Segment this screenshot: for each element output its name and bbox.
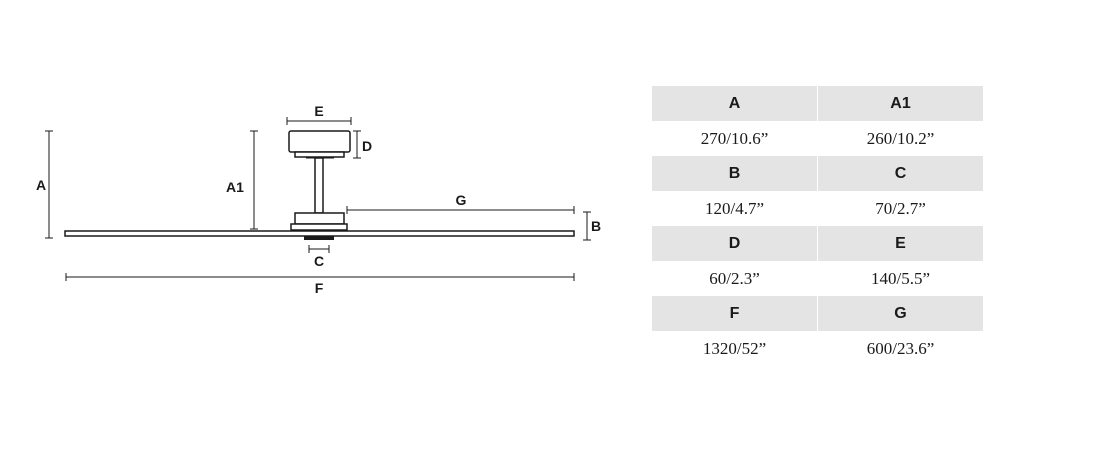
dimension-line-c: [308, 245, 330, 253]
dimension-line-a: [45, 130, 53, 239]
fan-blades: [64, 230, 575, 237]
table-header-row: D E: [652, 226, 983, 261]
label-a1: A1: [226, 179, 244, 195]
dimension-line-d: [353, 130, 361, 159]
header-b: B: [652, 156, 817, 191]
label-g: G: [456, 192, 467, 208]
dimension-line-f: [65, 273, 575, 281]
label-c: C: [314, 253, 324, 269]
value-d: 60/2.3”: [652, 261, 817, 296]
label-b: B: [591, 218, 601, 234]
value-f: 1320/52”: [652, 331, 817, 366]
label-a: A: [36, 177, 46, 193]
ceiling-fan-dimension-drawing: A A1 E D: [36, 103, 601, 296]
table-header-row: B C: [652, 156, 983, 191]
header-a1: A1: [818, 86, 983, 121]
header-d: D: [652, 226, 817, 261]
header-c: C: [818, 156, 983, 191]
table-header-row: A A1: [652, 86, 983, 121]
value-g: 600/23.6”: [818, 331, 983, 366]
table-value-row: 1320/52” 600/23.6”: [652, 331, 983, 366]
label-f: F: [315, 280, 324, 296]
table-value-row: 60/2.3” 140/5.5”: [652, 261, 983, 296]
dimensions-table: A A1 270/10.6” 260/10.2” B C 120/4.7” 70…: [652, 86, 983, 366]
fan-motor-housing: [290, 212, 348, 231]
value-b: 120/4.7”: [652, 191, 817, 226]
header-f: F: [652, 296, 817, 331]
value-e: 140/5.5”: [818, 261, 983, 296]
fan-hub-cap: [304, 236, 334, 240]
label-e: E: [314, 103, 323, 119]
table-value-row: 120/4.7” 70/2.7”: [652, 191, 983, 226]
value-a: 270/10.6”: [652, 121, 817, 156]
value-a1: 260/10.2”: [818, 121, 983, 156]
dimension-line-g: [346, 206, 575, 214]
fan-canopy: [288, 130, 351, 159]
fan-downrod: [314, 157, 324, 214]
header-a: A: [652, 86, 817, 121]
table-value-row: 270/10.6” 260/10.2”: [652, 121, 983, 156]
header-e: E: [818, 226, 983, 261]
dimension-line-e: [286, 117, 352, 125]
value-c: 70/2.7”: [818, 191, 983, 226]
dimension-line-a1: [250, 130, 258, 230]
table-header-row: F G: [652, 296, 983, 331]
dimension-line-b: [583, 211, 591, 241]
label-d: D: [362, 138, 372, 154]
header-g: G: [818, 296, 983, 331]
